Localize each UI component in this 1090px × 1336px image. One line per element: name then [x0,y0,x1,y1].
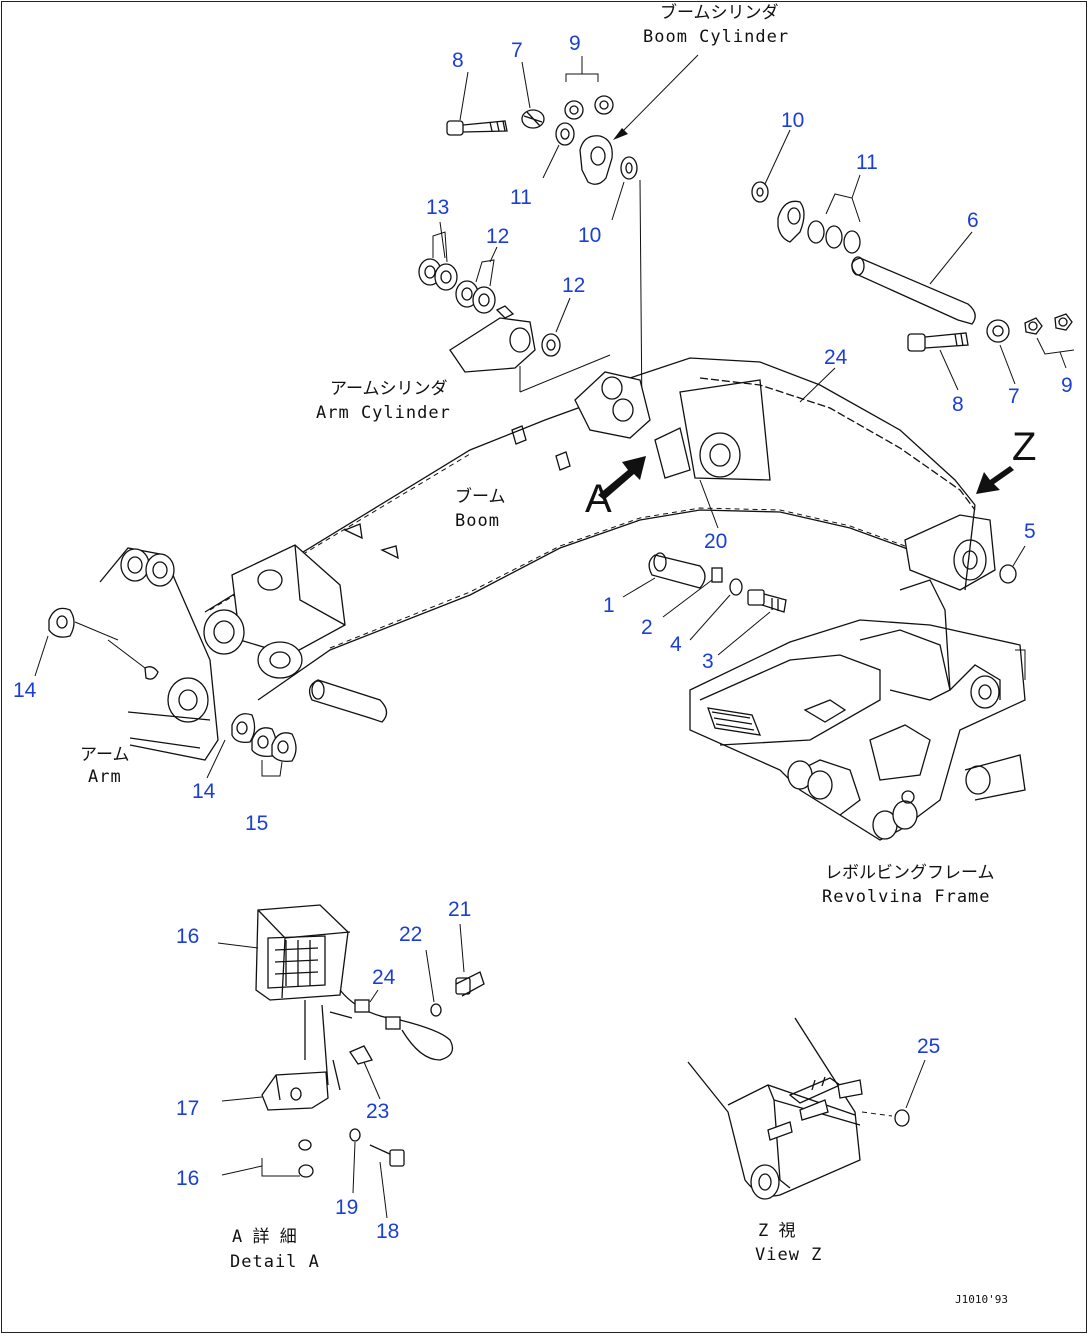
callout-24-boom: 24 [824,346,848,369]
callout-14-arm: 14 [192,780,216,803]
callout-12-upper: 12 [486,225,509,248]
view-z-marker: Z [1012,425,1036,469]
boom-cylinder-caption-jp: ブームシリンダ [660,2,779,23]
callout-1: 1 [603,594,615,617]
callout-21: 21 [448,898,471,921]
callout-8-top: 8 [452,49,464,72]
arm-caption: Arm [88,767,122,787]
callout-19: 19 [335,1196,358,1219]
boom-caption-jp: ブーム [455,486,506,507]
detail-a-caption-jp: A 詳 細 [232,1227,297,1247]
callout-20: 20 [704,530,727,553]
drawing-code: J1010'93 [955,1293,1008,1306]
arm-cylinder-parts [418,221,611,393]
arm-body [34,547,388,779]
callout-25: 25 [917,1035,940,1058]
callout-7-right: 7 [1008,385,1020,408]
boom-body [203,357,996,701]
callout-9-top: 9 [569,32,581,55]
callout-11-center: 11 [510,186,532,209]
callout-7-top: 7 [511,39,523,62]
callout-24-detail: 24 [372,966,396,989]
callout-13: 13 [426,196,449,219]
callout-10-center: 10 [578,224,601,247]
callout-3: 3 [702,650,714,673]
arm-caption-jp: アーム [80,745,129,765]
callout-15: 15 [245,812,268,835]
revolving-frame [689,579,1026,841]
detail-a-drawing [217,904,485,1219]
captions: ブームシリンダ Boom Cylinder アームシリンダ Arm Cylind… [80,2,1036,1306]
callout-14-left: 14 [13,679,37,702]
callout-5: 5 [1024,520,1036,543]
arm-cylinder-caption: Arm Cylinder [316,403,451,423]
callout-numbers: 1 2 3 4 5 6 7 7 8 8 9 9 10 10 11 11 12 1… [13,32,1073,1243]
boom-cylinder-parts [446,54,699,421]
detail-a-caption: Detail A [230,1252,320,1272]
callout-10-right: 10 [781,109,804,132]
boom-foot-pin-parts [751,129,1075,391]
callout-4: 4 [670,633,682,656]
callout-17: 17 [176,1097,199,1120]
callout-22: 22 [399,923,422,946]
callout-6: 6 [967,209,979,232]
view-a-marker: A [585,477,612,521]
callout-23: 23 [366,1100,389,1123]
view-z-caption: View Z [755,1245,822,1265]
callout-16-nut: 16 [176,1167,199,1190]
view-z-drawing [687,1017,926,1200]
callout-16-light: 16 [176,925,199,948]
view-markers [598,180,1014,500]
callout-2: 2 [641,616,653,639]
arm-cylinder-caption-jp: アームシリンダ [330,379,447,399]
callout-18: 18 [376,1220,399,1243]
boom-caption: Boom [455,511,500,531]
callout-8-right: 8 [952,393,964,416]
callout-9-right: 9 [1061,374,1073,397]
boom-cylinder-caption: Boom Cylinder [643,27,789,47]
revolving-frame-caption-jp: レボルビングフレーム [825,863,995,883]
revolving-frame-caption: Revolvina Frame [822,887,991,907]
view-z-caption-jp: Z 視 [758,1221,795,1241]
light-mount-pin-parts [622,479,1026,656]
callout-12-lower: 12 [562,274,585,297]
callout-11-right: 11 [856,151,878,174]
